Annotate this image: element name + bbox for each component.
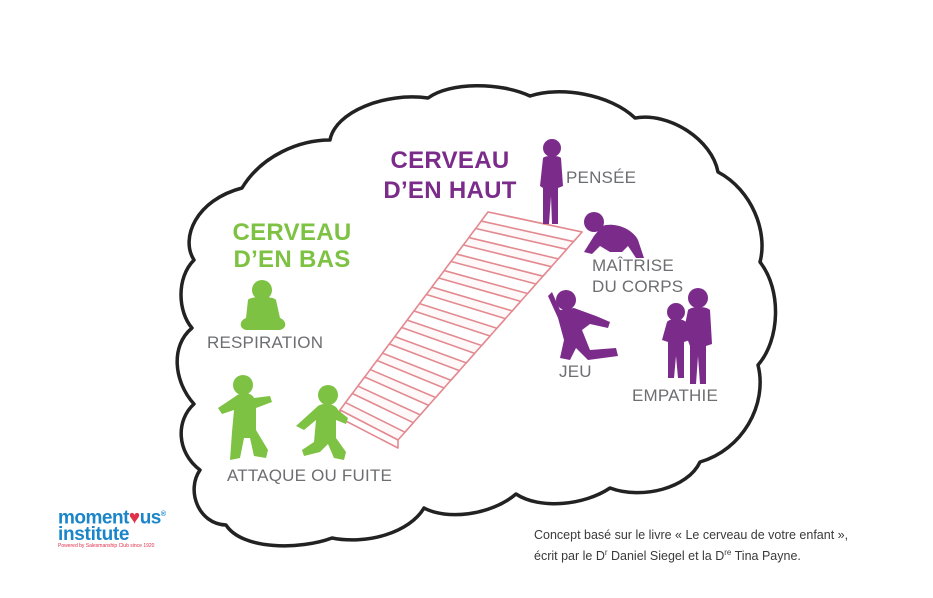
stair-step	[357, 376, 430, 416]
label-attaque-ou-fuite: ATTAQUE OU FUITE	[227, 466, 393, 485]
child-sitting-green	[240, 280, 286, 330]
stair-step	[369, 359, 445, 399]
label-respiration: RESPIRATION	[207, 333, 324, 352]
child-running-green-1	[218, 375, 272, 460]
lower-brain-title: CERVEAU D’EN BAS	[222, 219, 362, 273]
stair-step	[431, 277, 522, 312]
child-jumping-purple	[548, 290, 618, 360]
label-maitrise-line1: MAÎTRISE	[592, 256, 674, 275]
stair-step	[443, 260, 537, 295]
heart-icon: ♥	[128, 507, 140, 529]
stair-step	[468, 227, 568, 260]
lower-brain-title-line2: D’EN BAS	[233, 246, 351, 273]
logo-wordmark-line1: moment♥us®	[58, 507, 166, 529]
logo-tagline: Powered by Salesmanship Club since 1920	[58, 543, 155, 550]
label-maitrise-line2: DU CORPS	[592, 277, 684, 296]
label-maitrise: MAÎTRISE DU CORPS	[592, 255, 683, 297]
stair-step	[406, 310, 491, 347]
credit-note: Concept basé sur le livre « Le cerveau d…	[534, 526, 848, 565]
credit-line2: écrit par le Dr Daniel Siegel et la Dre …	[534, 548, 801, 564]
upper-brain-title: CERVEAU D’EN HAUT	[380, 146, 520, 206]
label-jeu: JEU	[559, 362, 592, 381]
child-running-green-2	[296, 385, 348, 460]
stair-step	[344, 392, 415, 433]
brain-outline	[175, 84, 778, 548]
logo-wordmark-line2: institute	[58, 524, 130, 546]
stair-step	[381, 343, 461, 381]
lower-brain-title-line1: CERVEAU	[232, 219, 352, 246]
baby-crawling-purple	[584, 212, 644, 258]
stair-step	[394, 326, 476, 364]
staircase	[339, 211, 583, 449]
label-pensee: PENSÉE	[566, 168, 637, 187]
label-empathie: EMPATHIE	[632, 386, 718, 405]
stair-step	[455, 244, 553, 277]
child-standing-purple	[540, 139, 563, 224]
stair-step	[418, 293, 507, 329]
children-hugging-purple	[662, 288, 712, 384]
credit-line1: Concept basé sur le livre « Le cerveau d…	[534, 528, 849, 542]
stair-step	[480, 211, 583, 243]
upper-brain-title-line2: D’EN HAUT	[383, 177, 517, 204]
upper-brain-title-line1: CERVEAU	[390, 147, 510, 174]
momentous-institute-logo: moment♥us® institute Powered by Salesman…	[58, 506, 198, 550]
